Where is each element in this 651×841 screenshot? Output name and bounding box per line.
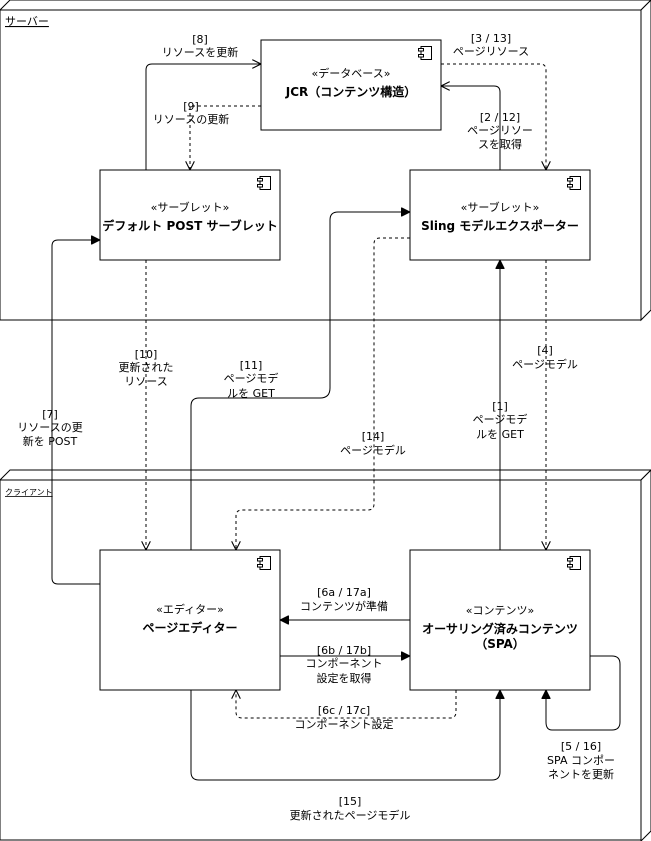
label-8: [8] リソースを更新 — [162, 33, 238, 59]
svg-text:[6a / 17a]: [6a / 17a] — [317, 586, 371, 599]
spa-content-node[interactable]: «コンテンツ» オーサリング済みコンテンツ （SPA） — [409, 549, 591, 691]
edge-14 — [236, 237, 410, 550]
svg-text:[6b / 17b]: [6b / 17b] — [317, 644, 371, 657]
svg-text:[7]: [7] — [42, 408, 58, 421]
label-6c: [6c / 17c] コンポーネント設定 — [295, 704, 394, 731]
svg-text:[1]: [1] — [492, 400, 508, 413]
jcr-node[interactable]: «データベース» JCR（コンテンツ構造） — [260, 39, 442, 131]
spa-content-stereotype: «コンテンツ» — [466, 604, 534, 617]
label-6b: [6b / 17b] コンポーネント 設定を取得 — [306, 644, 383, 685]
svg-text:[5 / 16]: [5 / 16] — [561, 740, 601, 753]
page-editor-name: ページエディター — [143, 620, 238, 635]
spa-content-name-line1: オーサリング済みコンテンツ — [422, 621, 578, 636]
edge-7 — [51, 240, 100, 585]
svg-text:[2 / 12]: [2 / 12] — [480, 111, 520, 124]
svg-text:[10]: [10] — [135, 348, 158, 361]
svg-text:[15]: [15] — [339, 795, 362, 808]
sling-exporter-node[interactable]: «サーブレット» Sling モデルエクスポーター — [409, 169, 591, 261]
label-10: [10] 更新された リソース — [119, 348, 174, 388]
label-15: [15] 更新されたページモデル — [290, 795, 411, 822]
label-6a: [6a / 17a] コンテンツが準備 — [300, 586, 388, 613]
sling-exporter-stereotype: «サーブレット» — [461, 200, 540, 214]
edge-8 — [145, 64, 261, 170]
svg-text:ページモデル: ページモデル — [512, 357, 578, 371]
page-editor-node[interactable]: «エディター» ページエディター — [99, 549, 281, 691]
svg-text:ルを GET: ルを GET — [227, 387, 275, 400]
post-servlet-stereotype: «サーブレット» — [151, 200, 230, 214]
label-11: [11] ページモデ ルを GET — [224, 359, 279, 400]
sling-exporter-name: Sling モデルエクスポーター — [421, 218, 579, 233]
svg-text:ページモデ: ページモデ — [473, 412, 528, 426]
post-servlet-node[interactable]: «サーブレット» デフォルト POST サーブレット — [99, 169, 281, 261]
label-7: [7] リソースの更 新を POST — [17, 408, 82, 448]
label-3: [3 / 13] ページリソース — [453, 32, 529, 58]
svg-text:[8]: [8] — [192, 33, 208, 46]
label-14: [14] ページモデル — [340, 430, 406, 457]
svg-text:更新された: 更新された — [119, 360, 174, 374]
svg-text:コンポーネント設定: コンポーネント設定 — [295, 717, 394, 731]
svg-text:SPA コンポー: SPA コンポー — [547, 754, 615, 767]
label-9: [9] リソースの更新 — [153, 100, 229, 126]
svg-text:[6c / 17c]: [6c / 17c] — [318, 704, 370, 717]
edge-3 — [441, 63, 546, 170]
label-1: [1] ページモデ ルを GET — [473, 400, 528, 441]
page-editor-stereotype: «エディター» — [156, 602, 224, 616]
jcr-name: JCR（コンテンツ構造） — [285, 84, 417, 99]
label-4: [4] ページモデル — [512, 344, 578, 371]
edge-2 — [441, 86, 501, 170]
svg-text:ページモデ: ページモデ — [224, 371, 279, 385]
svg-text:リソースの更新: リソースの更新 — [153, 112, 229, 126]
post-servlet-name: デフォルト POST サーブレット — [102, 218, 277, 233]
svg-text:リソース: リソース — [124, 375, 167, 388]
svg-text:[9]: [9] — [183, 100, 199, 113]
svg-text:ネントを更新: ネントを更新 — [548, 767, 614, 781]
svg-text:コンテンツが準備: コンテンツが準備 — [300, 599, 388, 613]
svg-text:ページモデル: ページモデル — [340, 443, 406, 457]
svg-text:ページリソー: ページリソー — [467, 124, 533, 137]
svg-text:新を POST: 新を POST — [23, 434, 78, 448]
svg-text:[4]: [4] — [537, 344, 553, 357]
svg-text:設定を取得: 設定を取得 — [317, 671, 372, 685]
svg-text:更新されたページモデル: 更新されたページモデル — [290, 808, 411, 822]
svg-text:コンポーネント: コンポーネント — [306, 657, 383, 670]
label-2: [2 / 12] ページリソー スを取得 — [467, 111, 533, 151]
svg-text:リソースの更: リソースの更 — [17, 421, 82, 434]
edge-11 — [190, 212, 410, 550]
svg-text:ルを GET: ルを GET — [476, 428, 524, 441]
edge-5 — [546, 655, 621, 731]
svg-text:スを取得: スを取得 — [478, 138, 522, 151]
svg-text:ページリソース: ページリソース — [453, 45, 529, 58]
svg-text:[11]: [11] — [240, 359, 263, 372]
svg-text:[3 / 13]: [3 / 13] — [471, 32, 511, 45]
svg-text:リソースを更新: リソースを更新 — [162, 45, 238, 59]
edge-6c — [236, 690, 457, 719]
label-5: [5 / 16] SPA コンポー ネントを更新 — [547, 740, 615, 781]
svg-text:[14]: [14] — [362, 430, 385, 443]
edge-15 — [190, 690, 500, 781]
jcr-stereotype: «データベース» — [312, 66, 391, 80]
spa-content-name-line2: （SPA） — [475, 636, 525, 651]
server-frame-label: サーバー — [5, 15, 49, 28]
client-frame-label: クライアント — [5, 488, 53, 497]
